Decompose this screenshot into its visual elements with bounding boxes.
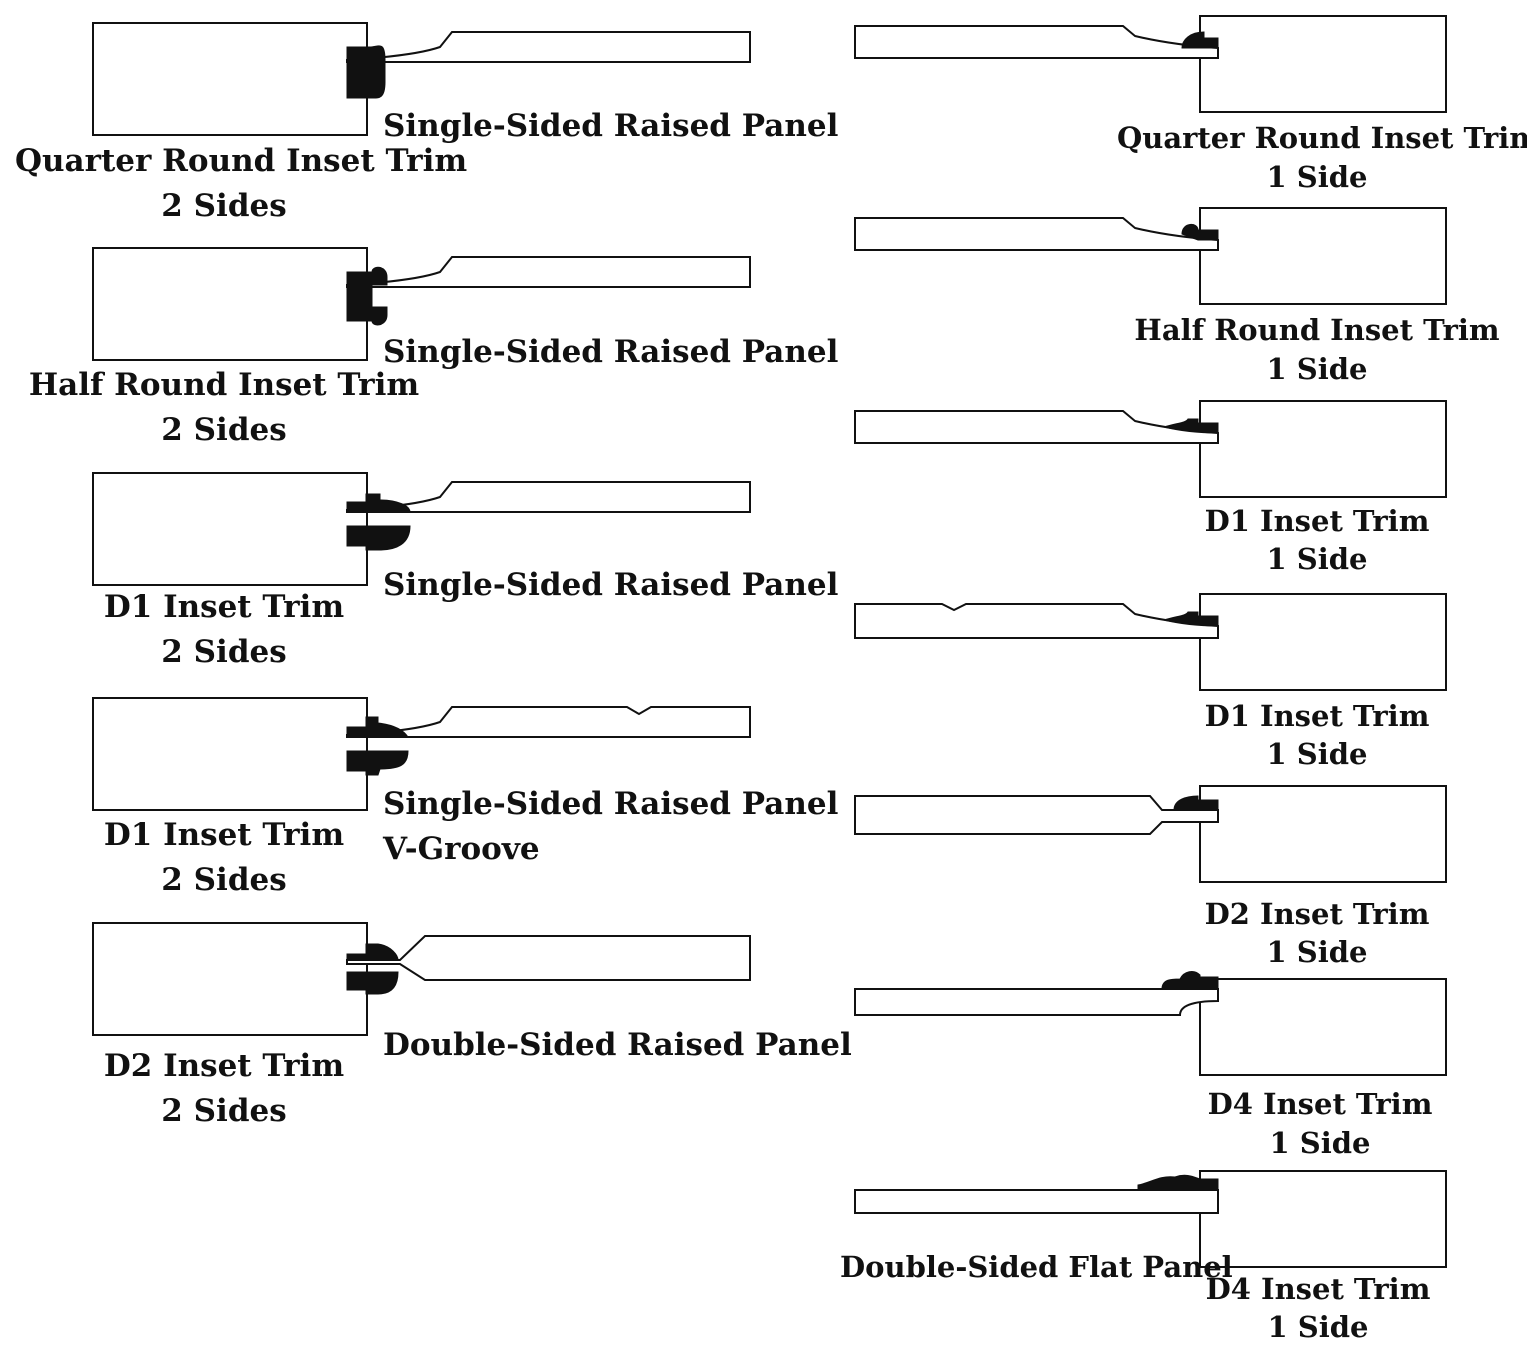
right-4-trim-sides: 1 Side [1266, 737, 1368, 771]
left-2-trim-name: Half Round Inset Trim [28, 367, 420, 403]
right-3-frame [1199, 400, 1447, 498]
right-7-trim [1137, 1174, 1219, 1191]
right-7-frame [1199, 1170, 1447, 1268]
left-5-panel-name: Double-Sided Raised Panel [383, 1027, 852, 1063]
left-1-panel-name: Single-Sided Raised Panel [383, 108, 839, 144]
left-1-trim-sides: 2 Sides [161, 188, 287, 224]
right-4-frame [1199, 593, 1447, 691]
left-2-trim [346, 266, 388, 326]
right-4-panel [854, 603, 1219, 639]
left-1-trim-name: Quarter Round Inset Trim [15, 143, 468, 179]
right-5-trim-name: D2 Inset Trim [1204, 897, 1430, 931]
right-7-trim-name: D4 Inset Trim [1205, 1272, 1431, 1306]
left-4-trim-sides: 2 Sides [161, 862, 287, 898]
left-1-trim [346, 45, 386, 99]
right-6-trim-name: D4 Inset Trim [1207, 1087, 1433, 1121]
right-3-trim [1162, 418, 1219, 434]
left-4-trim-name: D1 Inset Trim [103, 817, 345, 853]
right-5-trim [1173, 795, 1219, 811]
right-1-panel [854, 25, 1219, 59]
right-4-trim [1162, 611, 1219, 627]
right-3-trim-name: D1 Inset Trim [1204, 504, 1430, 538]
left-4-panel-note: V-Groove [383, 831, 540, 867]
right-5-frame [1199, 785, 1447, 883]
left-1-panel [346, 31, 751, 63]
right-1-trim [1181, 31, 1219, 49]
right-2-trim-name: Half Round Inset Trim [1134, 313, 1500, 347]
left-3-frame [92, 472, 368, 586]
left-3-panel-name: Single-Sided Raised Panel [383, 567, 839, 603]
left-3-trim-name: D1 Inset Trim [103, 589, 345, 625]
left-2-panel [346, 256, 751, 288]
right-7-trim-sides: 1 Side [1267, 1310, 1369, 1344]
right-6-frame [1199, 978, 1447, 1076]
right-2-trim-sides: 1 Side [1266, 352, 1368, 386]
right-2-panel [854, 217, 1219, 251]
right-6-trim-sides: 1 Side [1269, 1126, 1371, 1160]
right-3-trim-sides: 1 Side [1266, 542, 1368, 576]
right-5-panel [854, 795, 1219, 835]
right-1-frame [1199, 15, 1447, 113]
left-4-panel [346, 706, 751, 738]
left-5-frame [92, 922, 368, 1036]
left-2-frame [92, 247, 368, 361]
left-5-panel [346, 935, 751, 981]
left-5-trim-sides: 2 Sides [161, 1093, 287, 1129]
left-4-panel-name: Single-Sided Raised Panel [383, 786, 839, 822]
left-5-trim [346, 943, 399, 995]
right-2-trim [1181, 224, 1219, 241]
left-4-frame [92, 697, 368, 811]
left-1-frame [92, 22, 368, 136]
left-3-trim-sides: 2 Sides [161, 634, 287, 670]
right-7-panel [854, 1189, 1219, 1214]
left-2-panel-name: Single-Sided Raised Panel [383, 334, 839, 370]
right-1-trim-name: Quarter Round Inset Trim [1117, 121, 1527, 155]
left-3-trim [346, 493, 411, 551]
right-6-trim [1161, 971, 1219, 990]
right-2-frame [1199, 207, 1447, 305]
left-2-trim-sides: 2 Sides [161, 412, 287, 448]
right-6-panel [854, 988, 1219, 1016]
left-4-trim [346, 716, 409, 776]
right-7-panel-name: Double-Sided Flat Panel [840, 1250, 1233, 1284]
right-1-trim-sides: 1 Side [1266, 160, 1368, 194]
right-5-trim-sides: 1 Side [1266, 935, 1368, 969]
left-5-trim-name: D2 Inset Trim [103, 1048, 345, 1084]
right-4-trim-name: D1 Inset Trim [1204, 699, 1430, 733]
